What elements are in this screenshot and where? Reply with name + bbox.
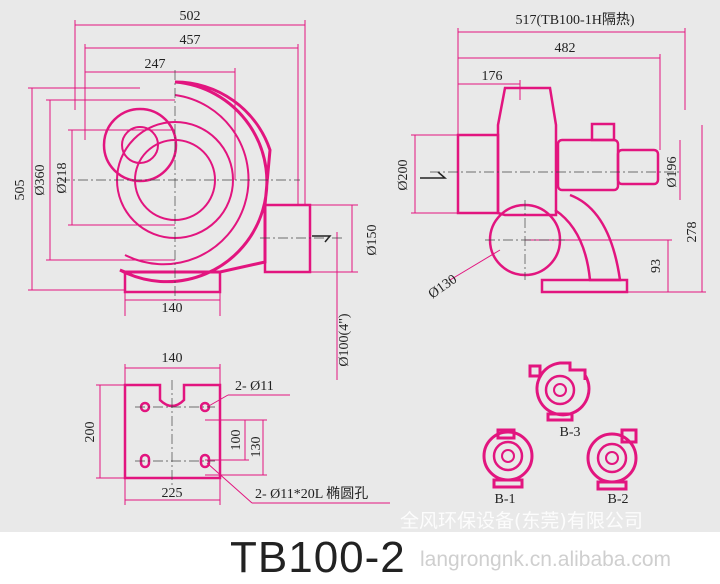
motor-inner-circle [121,126,159,164]
dim-hole-100: 100 [229,430,244,451]
drawing-background [0,0,720,532]
front-base [123,270,222,294]
dim-502: 502 [180,9,201,24]
dim-505: 505 [13,180,28,201]
dim-plate-225: 225 [162,486,183,501]
dim-dia-200: Ø200 [396,159,411,190]
dim-plate-200: 200 [83,422,98,443]
label-b2: B-2 [608,492,629,507]
side-housing [496,86,558,217]
note-slot-holes: 2- Ø11*20L 椭圆孔 [255,486,368,502]
label-b3: B-3 [560,425,581,440]
watermark-company: 全风环保设备(东莞)有限公司 [400,510,643,532]
motor-fan-cover [616,148,660,186]
side-center-lines [430,171,680,280]
base-plate-outline [123,383,222,480]
side-dimension-lines [411,28,706,293]
dim-dia-360: Ø360 [33,164,48,195]
side-base [540,278,629,294]
variant-b1 [482,428,534,489]
inlet-arrow-icon [420,171,448,179]
dim-hole-130: 130 [249,437,264,458]
dim-plate-140: 140 [162,351,183,366]
base-center-lines [135,380,215,485]
dim-247: 247 [145,57,166,72]
front-dimension-lines [28,20,358,380]
dim-278: 278 [685,222,700,243]
watermark-site: langrongnk.cn.alibaba.com [420,548,671,571]
dim-base-140: 140 [162,301,183,316]
dim-dia-150: Ø150 [365,224,380,255]
dim-482: 482 [555,41,576,56]
volute-housing [119,80,272,284]
note-round-holes: 2- Ø11 [235,379,274,394]
airflow-arrow-icon [312,235,332,243]
outlet-flange [263,203,312,274]
dim-93: 93 [649,259,664,273]
base-dimension-lines [96,364,390,505]
model-title: TB100-2 [230,533,406,582]
dim-176: 176 [482,69,503,84]
terminal-box [590,122,616,142]
label-b1: B-1 [495,492,516,507]
dim-dia-196: Ø196 [665,156,680,187]
dim-517: 517(TB100-1H隔热) [516,12,635,28]
dim-dia-100: Ø100(4") [337,313,352,366]
dim-dia-218: Ø218 [55,162,70,193]
motor-circle [102,107,178,183]
variant-b3 [528,361,591,422]
variant-b2 [586,428,638,491]
volute-inner [124,94,250,266]
front-center-lines [60,70,345,300]
dim-457: 457 [180,33,201,48]
